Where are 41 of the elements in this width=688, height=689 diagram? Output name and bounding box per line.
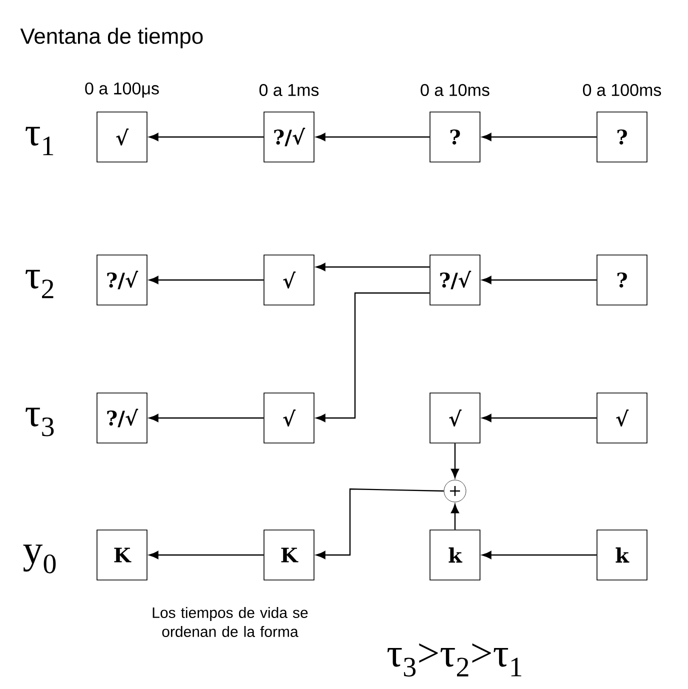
state-box: ? <box>596 254 648 306</box>
arrow <box>316 488 444 559</box>
title: Ventana de tiempo <box>20 28 203 48</box>
state-box: ?/√ <box>96 392 148 444</box>
state-box: √ <box>264 254 314 306</box>
column-header: 0 a 10ms <box>420 84 490 96</box>
arrow <box>316 263 430 272</box>
state-box: ?/√ <box>264 112 314 162</box>
state-box: k <box>430 530 480 580</box>
arrow <box>149 551 264 559</box>
arrow <box>482 276 597 284</box>
state-box: √ <box>264 392 314 444</box>
arrow <box>482 414 597 422</box>
arrow <box>450 504 459 530</box>
state-box: k <box>596 530 648 580</box>
note: Los tiempos de vida se ordenan de la forma <box>152 607 308 637</box>
state-box: ? <box>596 112 648 162</box>
state-box: K <box>96 530 148 580</box>
arrow <box>482 551 597 559</box>
inequality: τ$_{3}$>τ$_{2}$>τ$_{1}$ <box>387 643 522 677</box>
arrow <box>149 276 264 284</box>
row-label: y$_{0}$ <box>23 544 56 574</box>
arrow <box>149 133 264 142</box>
column-header: 0 a 100ms <box>582 84 662 96</box>
row-label: τ$_{2}$ <box>26 270 54 298</box>
state-box: √ <box>430 392 480 444</box>
state-box: √ <box>596 392 648 444</box>
arrow <box>149 414 264 422</box>
row-label: τ$_{3}$ <box>26 408 54 436</box>
row-label: τ$_{1}$ <box>26 126 54 156</box>
state-box: ?/√ <box>430 254 480 306</box>
summing-junction: + <box>444 480 466 502</box>
state-box: ? <box>430 112 480 162</box>
arrow <box>316 133 430 142</box>
arrow <box>316 292 430 422</box>
arrow <box>482 133 597 142</box>
state-box: ?/√ <box>96 254 148 306</box>
state-box: K <box>264 530 314 580</box>
arrow <box>450 443 459 478</box>
state-box: √ <box>96 112 148 162</box>
column-header: 0 a 1ms <box>259 84 319 96</box>
